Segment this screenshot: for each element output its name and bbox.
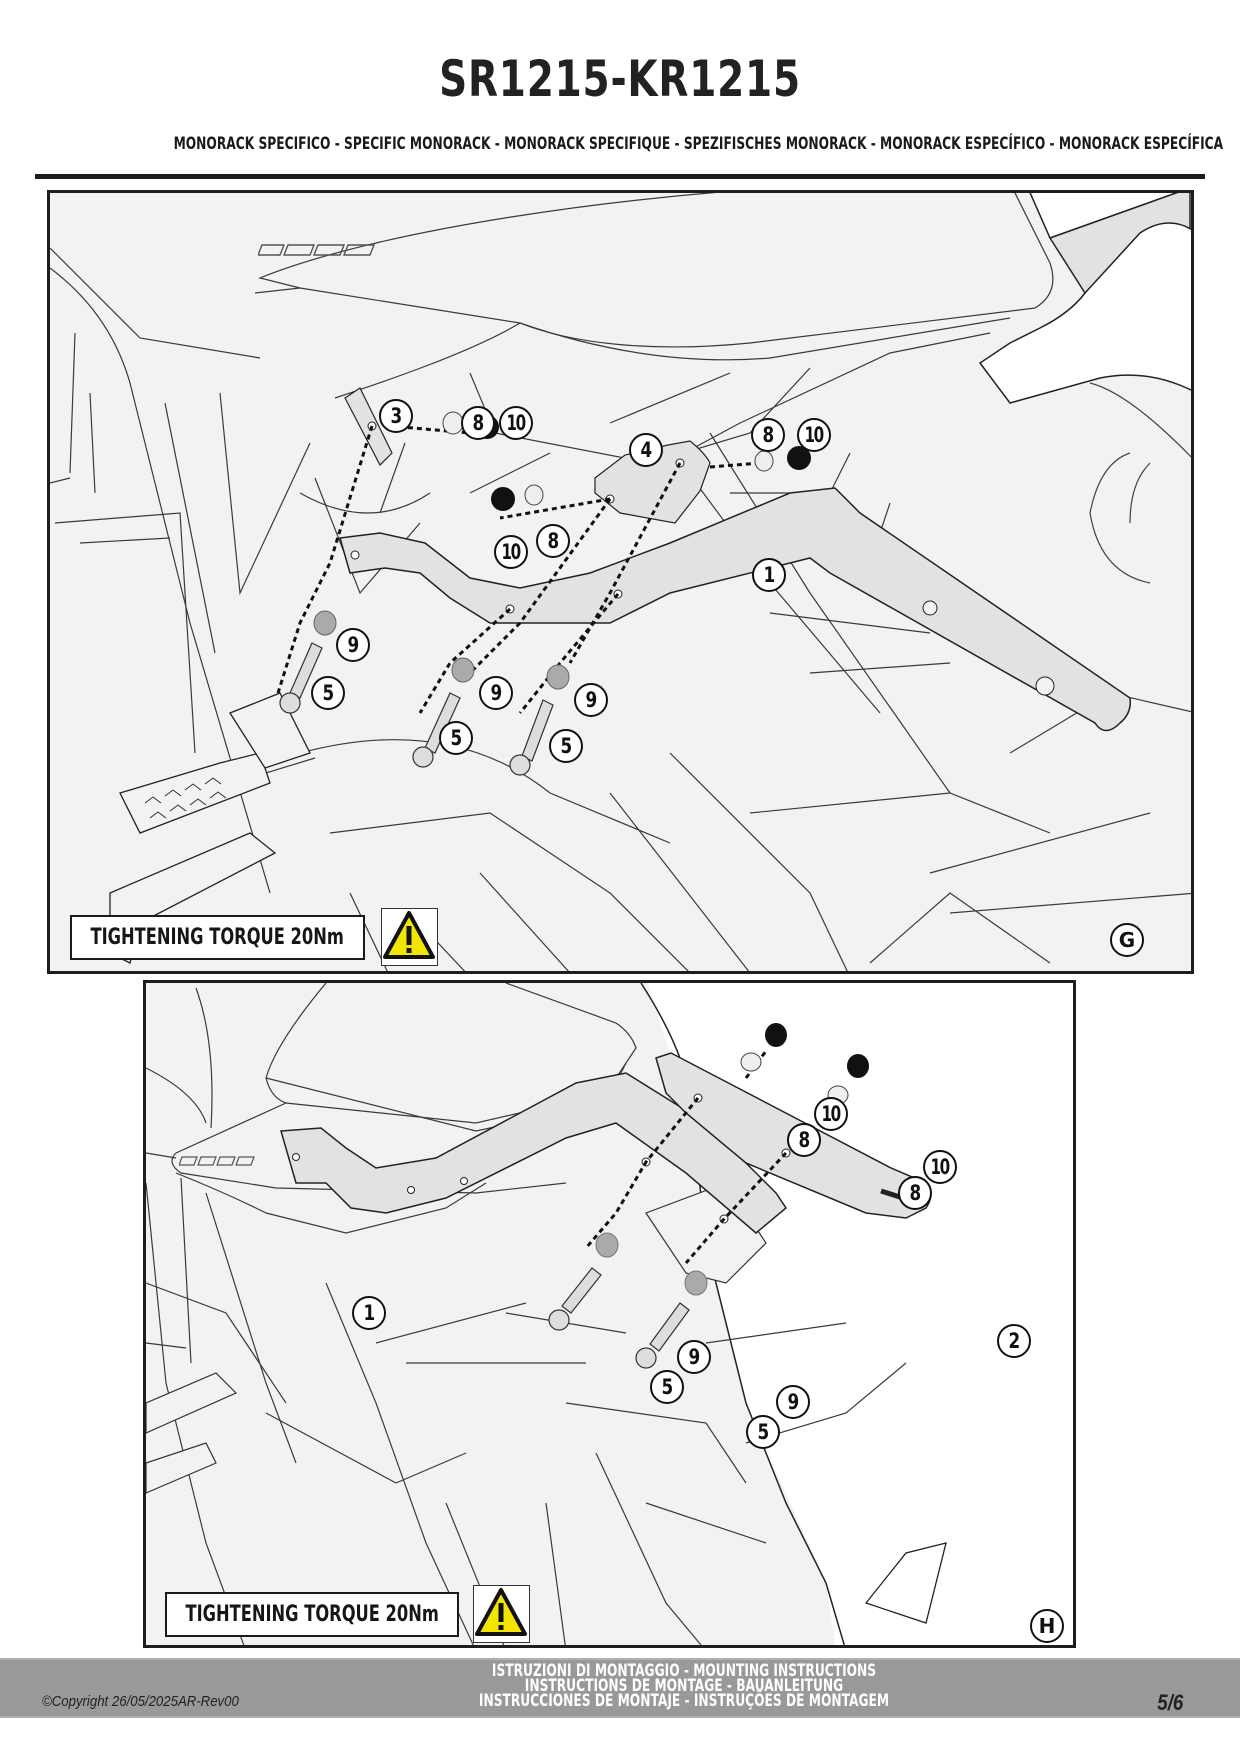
- callout-part-5: 5: [746, 1415, 780, 1449]
- footer-instructions-line-1: ISTRUZIONI DI MONTAGGIO - MOUNTING INSTR…: [491, 1661, 877, 1681]
- callout-part-3: 3: [379, 399, 413, 433]
- screws: [548, 1267, 690, 1369]
- callout-part-10: 10: [814, 1097, 848, 1131]
- tail-cover: [171, 1102, 567, 1194]
- tail-lower: [175, 1172, 487, 1234]
- warning-box: [473, 1585, 530, 1643]
- document-title: SR1215-KR1215: [439, 50, 801, 108]
- assembly-line: [684, 1151, 788, 1264]
- body-line: [869, 692, 1191, 964]
- assembly-line: [518, 593, 620, 714]
- seat-outline: [258, 193, 1054, 348]
- panel-label-g: G: [1110, 923, 1144, 957]
- model-badge-icon: [256, 244, 376, 256]
- tail-light: [864, 1542, 947, 1624]
- torque-label: TIGHTENING TORQUE 20Nm: [90, 925, 345, 950]
- panel-h-illustration: 10 8 10 8 1 2 9 5 9 5 TIGHTENING TORQUE …: [143, 980, 1076, 1648]
- footer-instructions-line-2: INSTRUCTIONS DE MONTAGE - BAUANLEITUNG: [524, 1676, 844, 1696]
- title-divider: [35, 174, 1205, 179]
- panel-line: [299, 372, 731, 514]
- model-badge-1000: [256, 241, 378, 259]
- wheel-arc: [1129, 462, 1151, 524]
- panel-g-artwork: [50, 193, 1191, 971]
- warning-triangle-icon: [475, 1588, 527, 1636]
- page-number: 5/6: [1157, 1690, 1184, 1715]
- callout-part-5: 5: [549, 729, 583, 763]
- assembly-line: [568, 462, 682, 664]
- rear-frame-white: [978, 222, 1191, 404]
- callout-part-2: 2: [997, 1324, 1031, 1358]
- callout-part-1: 1: [752, 558, 786, 592]
- body-line: [479, 752, 848, 971]
- callout-part-10: 10: [923, 1150, 957, 1184]
- callout-part-5: 5: [439, 721, 473, 755]
- panel-line: [146, 1282, 467, 1484]
- torque-label-box: TIGHTENING TORQUE 20Nm: [70, 915, 365, 960]
- assembly-line: [499, 497, 611, 520]
- footer-copyright: ©Copyright 26/05/2025AR-Rev00: [42, 1693, 239, 1710]
- footpeg: [146, 1372, 238, 1494]
- callout-part-10: 10: [797, 418, 831, 452]
- panel-label-h: H: [1030, 1609, 1064, 1643]
- torque-label: TIGHTENING TORQUE 20Nm: [185, 1602, 439, 1627]
- model-badge-icon: [178, 1156, 255, 1166]
- callout-part-5: 5: [311, 676, 345, 710]
- callout-part-8: 8: [751, 418, 785, 452]
- panel-g-illustration: 3 8 10 4 8 10 10 8 1 9 5 9 5 9 5 TIGHTEN…: [47, 190, 1194, 974]
- callout-part-1: 1: [352, 1296, 386, 1330]
- callout-part-8: 8: [461, 406, 495, 440]
- assembly-line: [468, 498, 612, 675]
- callout-part-8: 8: [536, 524, 570, 558]
- part-1-rack: [339, 487, 1132, 732]
- assembly-line: [709, 461, 761, 469]
- caps: [765, 1023, 869, 1078]
- assembly-line: [744, 1050, 768, 1079]
- part-1-rack: [280, 1072, 787, 1234]
- assembly-line: [276, 425, 374, 694]
- callout-part-8: 8: [787, 1123, 821, 1157]
- callout-part-4: 4: [629, 433, 663, 467]
- callout-part-9: 9: [776, 1385, 810, 1419]
- frame-line: [769, 612, 951, 674]
- callout-part-9: 9: [336, 628, 370, 662]
- warning-box: [381, 908, 438, 966]
- panel-line: [50, 247, 271, 894]
- panel-h-artwork: [146, 983, 1073, 1645]
- callout-part-8: 8: [898, 1176, 932, 1210]
- screws: [279, 642, 554, 776]
- wheel-arc: [1089, 452, 1151, 584]
- footpeg: [109, 692, 311, 964]
- callout-part-9: 9: [574, 683, 608, 717]
- wheel-arc: [1089, 382, 1191, 458]
- callout-part-10: 10: [494, 535, 528, 569]
- callout-part-5: 5: [650, 1370, 684, 1404]
- panel-line: [69, 332, 311, 654]
- panel-line: [50, 477, 316, 794]
- document-subtitle: MONORACK SPECIFICO - SPECIFIC MONORACK -…: [173, 134, 1224, 154]
- caps: [475, 415, 811, 511]
- assembly-line: [584, 1097, 700, 1249]
- body-line: [749, 792, 1191, 914]
- assembly-line: [418, 607, 512, 714]
- seat-outline: [265, 983, 637, 1124]
- torque-label-box: TIGHTENING TORQUE 20Nm: [165, 1592, 459, 1637]
- footer-instructions-line-3: INSTRUCCIONES DE MONTAJE - INSTRUÇÕES DE…: [478, 1691, 890, 1711]
- spacers: [595, 1232, 708, 1296]
- callout-part-9: 9: [677, 1340, 711, 1374]
- callout-part-9: 9: [479, 676, 513, 710]
- footer-band: [0, 1658, 1240, 1718]
- seat-lower-edge: [519, 317, 1011, 361]
- panel-line: [146, 987, 213, 1159]
- spacers: [313, 610, 570, 690]
- panel-line: [505, 1312, 767, 1544]
- callout-part-10: 10: [499, 406, 533, 440]
- warning-triangle-icon: [383, 911, 435, 959]
- model-badge-1000: [178, 1154, 259, 1168]
